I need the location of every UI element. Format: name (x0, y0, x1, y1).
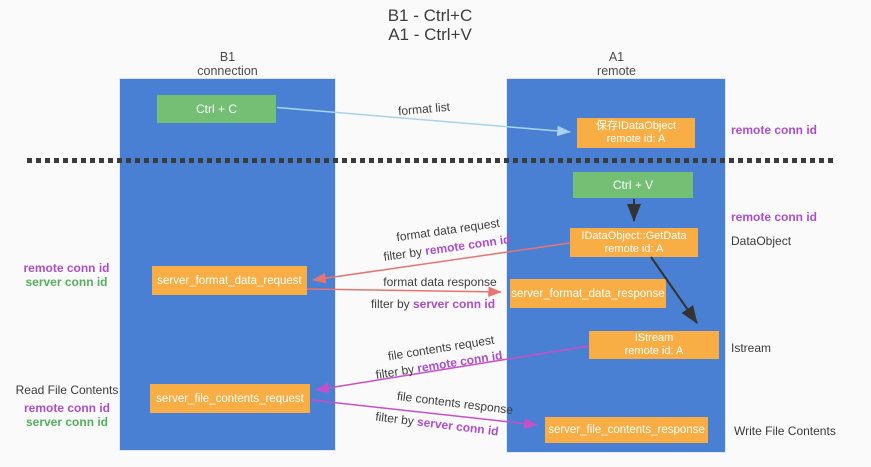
file-contents-response-label: file contents response (396, 388, 514, 418)
node-save-idataobject: 保存IDataObject remote id: A (577, 118, 695, 148)
node-ctrl-v: Ctrl + V (573, 172, 693, 198)
filter-by-text: filter by (374, 409, 418, 429)
remote-conn-id-label-top: remote conn id (731, 123, 818, 137)
node-server-file-contents-request-label: server_file_contents_request (156, 392, 304, 405)
node-server-format-data-response-label: server_format_data_response (511, 287, 665, 300)
file-contents-response-filter-label: filter by server conn id (375, 409, 500, 438)
node-idataobject-getdata: IDataObject::GetData remote id: A (570, 228, 698, 257)
write-file-contents-label: Write File Contents (734, 424, 836, 438)
node-server-file-contents-request: server_file_contents_request (150, 384, 310, 413)
node-server-format-data-request-label: server_format_data_request (157, 274, 302, 287)
lane-b1-role: connection (197, 64, 258, 78)
session-separator-dashed-line (27, 158, 833, 163)
node-getdata-line2: remote id: A (604, 242, 664, 255)
node-getdata-line1: IDataObject::GetData (581, 229, 687, 242)
remote-conn-id-label-mid: remote conn id (731, 210, 818, 224)
filter-by-text: filter by (374, 361, 419, 382)
title-line-2: A1 - Ctrl+V (388, 25, 472, 44)
format-data-response-arrow (306, 286, 502, 298)
filter-by-text: filter by (370, 297, 413, 311)
node-ctrl-v-label: Ctrl + V (612, 178, 654, 192)
lane-b1-name: B1 (219, 50, 236, 64)
read-file-contents-group: Read File Contents remote conn id server… (12, 383, 122, 429)
node-istream-line2: remote id: A (624, 345, 684, 357)
read-file-contents-label: Read File Contents (15, 383, 119, 397)
lane-a1-role: remote (597, 64, 636, 78)
server-conn-id-text: server conn id (416, 414, 500, 439)
node-istream-line1: IStream (634, 332, 674, 344)
node-server-file-contents-response: server_file_contents_response (545, 417, 708, 443)
node-server-format-data-request: server_format_data_request (152, 266, 307, 295)
lane-a1-name: A1 (608, 50, 625, 64)
node-save-idataobject-line1: 保存IDataObject (595, 120, 677, 132)
format-data-response-filter-label: filter by server conn id (371, 297, 495, 311)
lane-header-b1: B1 connection (150, 50, 305, 78)
node-istream: IStream remote id: A (589, 331, 719, 359)
server-conn-id-text: server conn id (412, 297, 496, 311)
filter-by-text: filter by (382, 244, 427, 264)
lane-header-a1: A1 remote (539, 50, 694, 78)
istream-label: Istream (731, 341, 772, 355)
conn-id-group-mid: remote conn id server conn id (14, 261, 119, 289)
format-list-label: format list (397, 99, 451, 119)
server-conn-id-label-left: server conn id (25, 275, 108, 289)
title-line-1: B1 - Ctrl+C (387, 6, 473, 25)
node-save-idataobject-line2: remote id: A (606, 133, 666, 145)
node-ctrl-c: Ctrl + C (157, 95, 276, 123)
diagram-title: B1 - Ctrl+C A1 - Ctrl+V (310, 6, 550, 44)
node-server-file-contents-response-label: server_file_contents_response (548, 424, 705, 436)
remote-conn-id-label-left: remote conn id (23, 261, 110, 275)
node-server-format-data-response: server_format_data_response (510, 279, 666, 308)
remote-conn-id-label-bottom: remote conn id (23, 401, 110, 415)
dataobject-label: DataObject (731, 234, 792, 248)
format-data-response-label: format data response (383, 275, 497, 289)
node-ctrl-c-label: Ctrl + C (195, 102, 237, 116)
server-conn-id-label-bottom: server conn id (25, 415, 109, 429)
